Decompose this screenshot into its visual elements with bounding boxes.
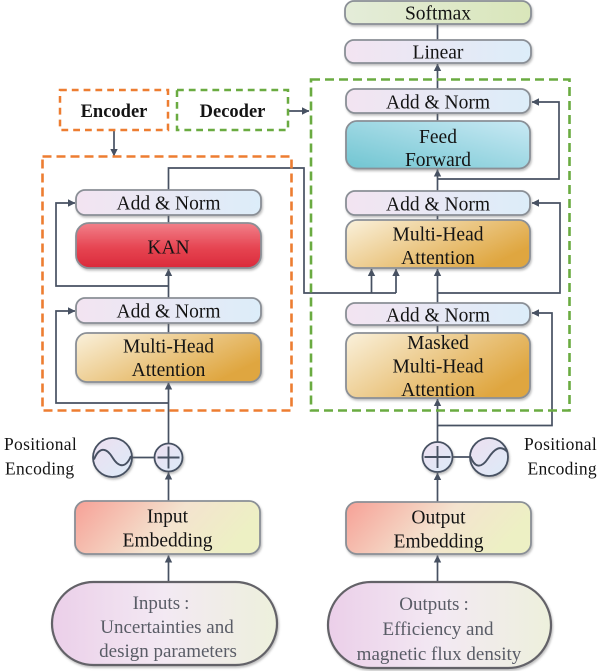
svg-text:magnetic flux density: magnetic flux density (357, 644, 522, 665)
svg-text:Add & Norm: Add & Norm (386, 306, 490, 327)
svg-text:design parameters: design parameters (99, 641, 237, 662)
svg-text:Positional: Positional (4, 434, 77, 454)
svg-text:Efficiency and: Efficiency and (383, 619, 494, 640)
svg-text:Input: Input (147, 507, 189, 528)
svg-text:Add & Norm: Add & Norm (386, 93, 490, 114)
svg-text:Positional: Positional (524, 434, 597, 454)
svg-text:KAN: KAN (147, 238, 189, 259)
svg-text:Encoding: Encoding (5, 459, 74, 479)
svg-text:Multi-Head: Multi-Head (123, 337, 214, 358)
svg-text:Masked: Masked (407, 333, 469, 354)
svg-text:Attention: Attention (401, 248, 475, 269)
svg-text:Forward: Forward (405, 150, 471, 171)
svg-text:Decoder: Decoder (200, 102, 266, 122)
svg-text:Multi-Head: Multi-Head (393, 225, 484, 246)
svg-text:Feed: Feed (419, 127, 457, 148)
svg-text:Linear: Linear (413, 43, 464, 64)
svg-text:Attention: Attention (401, 380, 475, 401)
svg-text:Add & Norm: Add & Norm (386, 195, 490, 216)
svg-text:Multi-Head: Multi-Head (393, 357, 484, 378)
svg-text:Embedding: Embedding (123, 531, 213, 552)
svg-text:Outputs:: Outputs: (399, 594, 468, 615)
svg-text:Inputs:: Inputs: (133, 593, 190, 614)
svg-text:Add & Norm: Add & Norm (117, 194, 221, 215)
svg-text:Encoding: Encoding (528, 459, 597, 479)
svg-text:Embedding: Embedding (394, 532, 484, 553)
svg-text:Attention: Attention (132, 360, 206, 381)
svg-text:Softmax: Softmax (405, 4, 471, 25)
svg-text:Uncertainties and: Uncertainties and (100, 617, 234, 638)
svg-text:Output: Output (411, 508, 466, 529)
svg-text:Encoder: Encoder (81, 102, 148, 122)
svg-text:Add & Norm: Add & Norm (117, 302, 221, 323)
